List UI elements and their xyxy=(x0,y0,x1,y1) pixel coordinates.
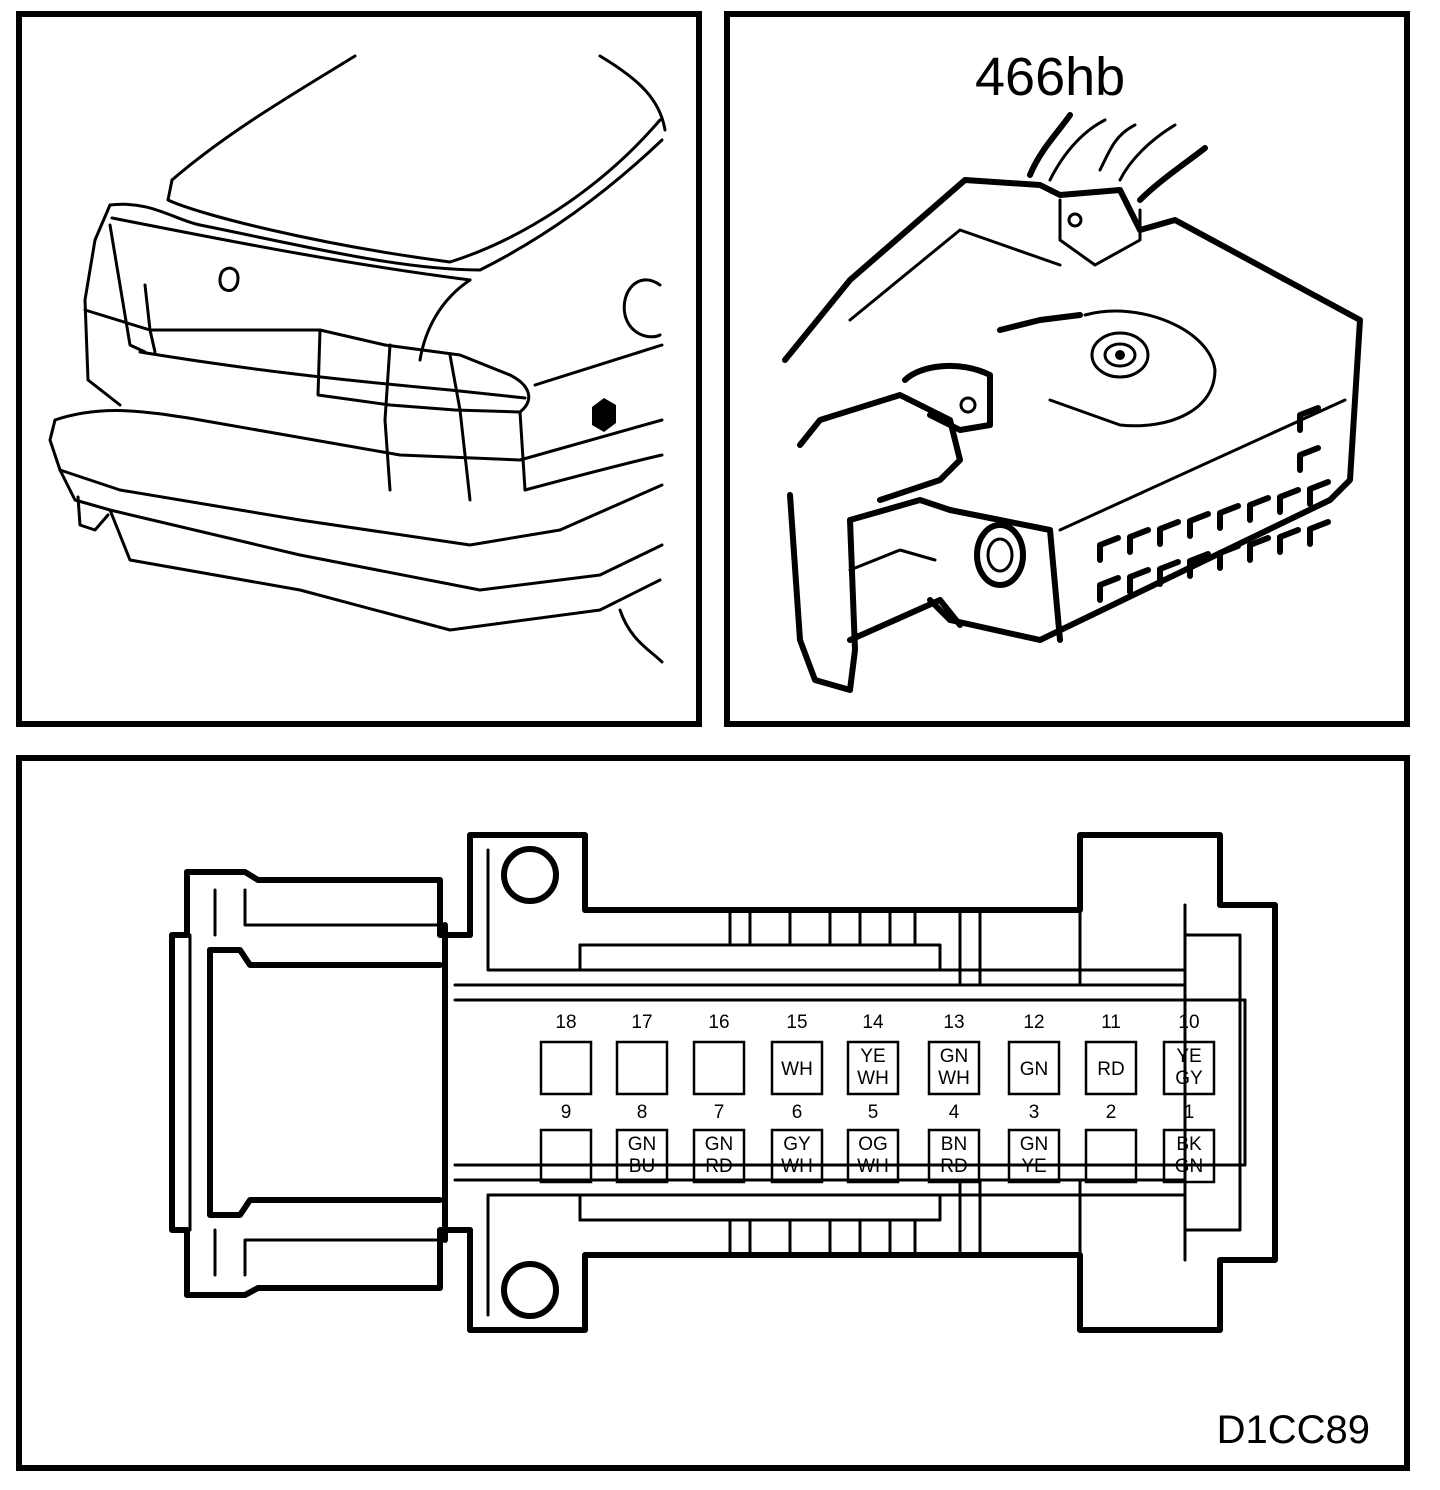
wire-color-label: GN xyxy=(1020,1059,1049,1080)
wire-color-label: YE xyxy=(1176,1046,1201,1067)
wire-color-label: RD xyxy=(940,1156,967,1177)
pin-cavity xyxy=(770,1128,824,1184)
pin-cavity xyxy=(1084,1040,1138,1096)
pin-cavity xyxy=(1084,1128,1138,1184)
pin-number: 7 xyxy=(714,1102,725,1123)
car-rear-illustration xyxy=(16,11,702,727)
pin-number: 14 xyxy=(862,1012,884,1033)
pin-number: 10 xyxy=(1178,1012,1199,1033)
pin-number: 8 xyxy=(637,1102,648,1123)
pin-cavity xyxy=(539,1040,593,1096)
connector-3d-illustration: 466hb xyxy=(724,11,1410,727)
wire-color-label: BK xyxy=(1176,1134,1202,1155)
pin-number: 6 xyxy=(792,1102,803,1123)
pin-number: 15 xyxy=(786,1012,807,1033)
pin-cavity xyxy=(539,1128,593,1184)
panel-frame-pinout xyxy=(16,755,1410,1471)
pin-number: 3 xyxy=(1029,1102,1040,1123)
pin-cavity xyxy=(615,1040,669,1096)
pin-cavity xyxy=(770,1040,824,1096)
wire-color-label: RD xyxy=(1097,1059,1124,1080)
wire-color-label: GN xyxy=(1020,1134,1049,1155)
wire-color-label: WH xyxy=(857,1156,889,1177)
wire-color-label: GY xyxy=(1175,1068,1203,1089)
wire-color-label: WH xyxy=(781,1156,813,1177)
panel-frame-connector xyxy=(724,11,1410,727)
pin-cavity xyxy=(846,1040,900,1096)
pin-9: 9 xyxy=(539,1102,593,1184)
pin-cavity xyxy=(927,1128,981,1184)
pin-cavity xyxy=(846,1128,900,1184)
pin-17: 17 xyxy=(615,1012,669,1096)
pin-number: 12 xyxy=(1023,1012,1044,1033)
pin-cavity xyxy=(1162,1040,1216,1096)
pin-number: 1 xyxy=(1184,1102,1195,1123)
pin-cavity xyxy=(692,1128,746,1184)
pin-cavity xyxy=(1162,1128,1216,1184)
wire-color-label: YE xyxy=(860,1046,885,1067)
pin-number: 13 xyxy=(943,1012,964,1033)
pin-number: 11 xyxy=(1101,1012,1121,1033)
pin-2: 2 xyxy=(1084,1102,1138,1184)
pin-number: 2 xyxy=(1106,1102,1117,1123)
pin-cavity xyxy=(1007,1128,1061,1184)
wire-color-label: BU xyxy=(629,1156,655,1177)
pin-number: 9 xyxy=(561,1102,572,1123)
pin-number: 4 xyxy=(949,1102,960,1123)
wire-color-label: OG xyxy=(858,1134,888,1155)
pin-18: 18 xyxy=(539,1012,593,1096)
pin-number: 5 xyxy=(868,1102,879,1123)
wire-color-label: WH xyxy=(781,1059,813,1080)
wire-color-label: GN xyxy=(705,1134,734,1155)
pin-number: 17 xyxy=(631,1012,652,1033)
connector-label: 466hb xyxy=(975,47,1125,107)
pin-cavity xyxy=(1007,1040,1061,1096)
pin-cavity xyxy=(692,1040,746,1096)
wire-color-label: WH xyxy=(857,1068,889,1089)
wire-color-label: GN xyxy=(1175,1156,1204,1177)
wire-color-label: GY xyxy=(783,1134,811,1155)
pin-cavity xyxy=(927,1040,981,1096)
pin-slot-group xyxy=(1097,405,1331,603)
wire-color-label: BN xyxy=(941,1134,967,1155)
pin-number: 18 xyxy=(555,1012,576,1033)
pin-16: 16 xyxy=(692,1012,746,1096)
wire-color-label: WH xyxy=(938,1068,970,1089)
pin-cavity xyxy=(615,1128,669,1184)
panel-frame-car xyxy=(16,11,702,727)
wire-color-label: YE xyxy=(1021,1156,1046,1177)
wire-color-label: RD xyxy=(705,1156,732,1177)
figure-code: D1CC89 xyxy=(1217,1408,1370,1452)
pin-number: 16 xyxy=(708,1012,729,1033)
wire-color-label: GN xyxy=(628,1134,657,1155)
wire-color-label: GN xyxy=(940,1046,969,1067)
